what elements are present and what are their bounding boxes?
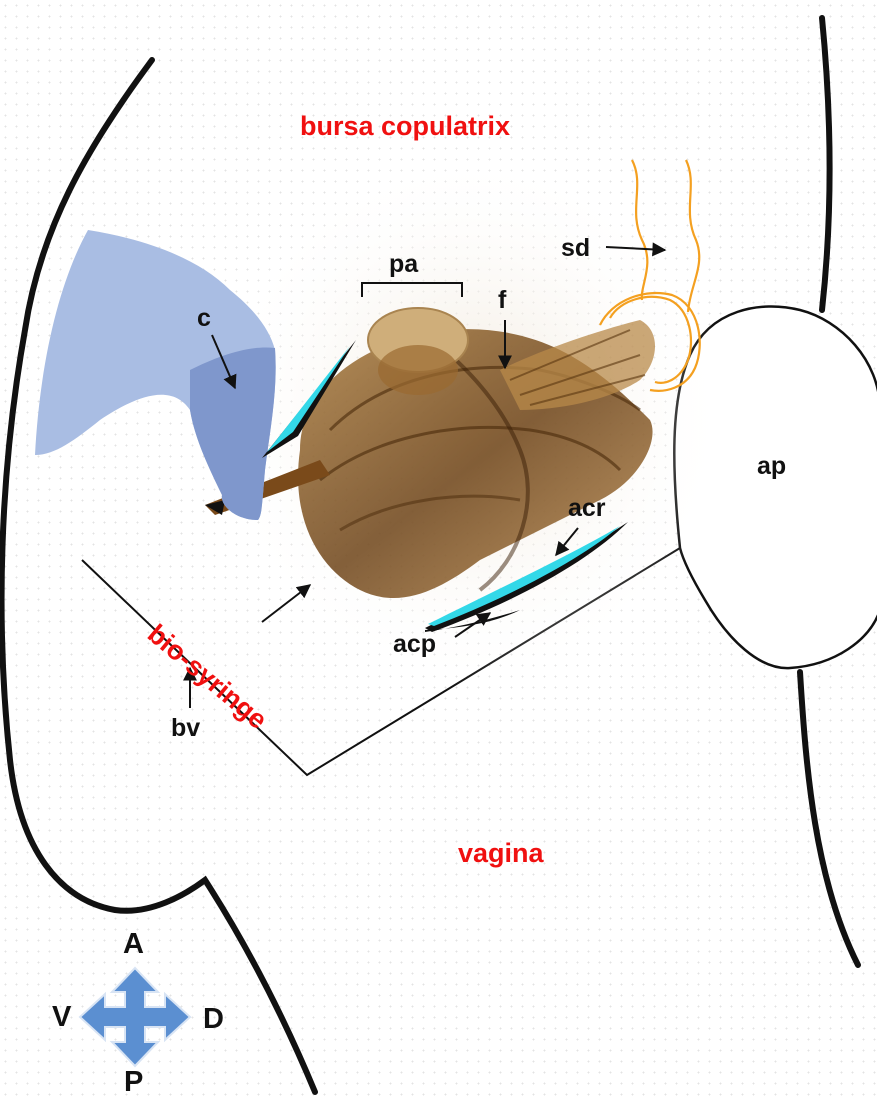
- orientation-compass: [80, 968, 190, 1066]
- label-pa: pa: [389, 252, 418, 277]
- compass-label-ventral: V: [52, 1003, 71, 1032]
- compass-label-anterior: A: [123, 930, 144, 959]
- label-acr: acr: [568, 496, 606, 521]
- label-ap: ap: [757, 454, 786, 479]
- body-wall-right-upper: [822, 18, 830, 310]
- label-f: f: [498, 288, 506, 313]
- label-acp: acp: [393, 632, 436, 657]
- compass-label-posterior: P: [124, 1068, 143, 1097]
- label-bv: bv: [171, 716, 200, 741]
- label-sd: sd: [561, 236, 590, 261]
- label-vagina: vagina: [458, 840, 544, 867]
- label-bursa-copulatrix: bursa copulatrix: [300, 113, 510, 140]
- label-c: c: [197, 306, 211, 331]
- compass-arrows-icon: [80, 968, 190, 1066]
- clasper-dark-lobe: [190, 347, 276, 520]
- compass-label-dorsal: D: [203, 1005, 224, 1034]
- body-wall-right-lower: [800, 672, 858, 965]
